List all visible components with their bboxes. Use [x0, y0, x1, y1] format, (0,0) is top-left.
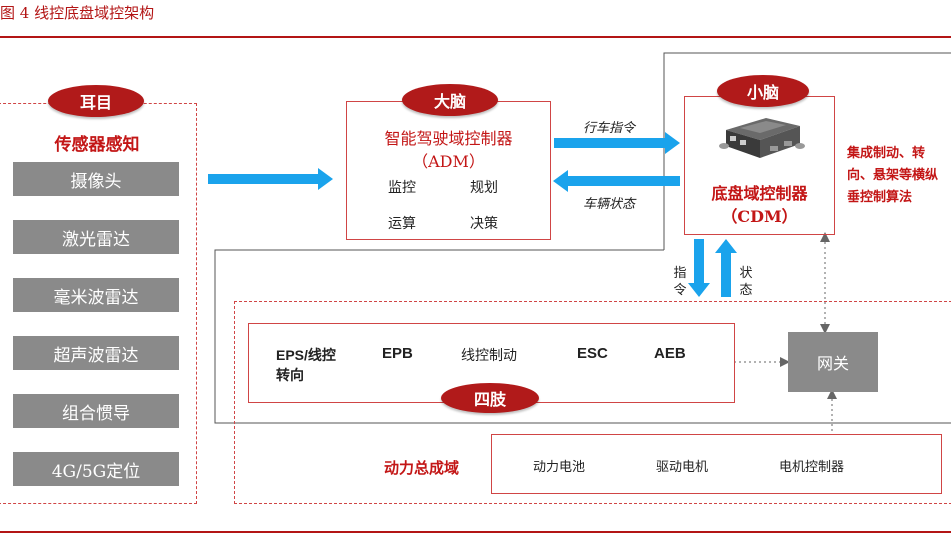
cdm-to-adm-label: 车辆状态 — [583, 197, 636, 212]
adm-subtitle: （ADM） — [412, 152, 485, 171]
cdm-to-adm-arrow — [553, 170, 680, 192]
state-up-arrow — [715, 239, 737, 297]
top-rule — [0, 36, 951, 38]
sensor-item: 摄像头 — [13, 162, 179, 196]
cdm-side-note: 集成制动、转向、悬架等横纵垂控制算法 — [847, 146, 939, 205]
chassis-badge: 四肢 — [441, 383, 539, 413]
adm-to-cdm-label: 行车指令 — [583, 121, 636, 136]
bottom-rule — [0, 531, 951, 533]
powertrain-box — [491, 434, 942, 494]
adm-function: 监控 — [388, 180, 416, 196]
adm-function: 运算 — [388, 216, 416, 232]
chassis-item: EPB — [382, 345, 413, 362]
powertrain-item: 电机控制器 — [779, 460, 845, 475]
sensor-item: 组合惯导 — [13, 394, 179, 428]
sensing-to-adm-arrow — [208, 168, 333, 190]
chassis-item: EPS/线控转向 — [276, 347, 336, 383]
sensor-item: 超声波雷达 — [13, 336, 179, 370]
gateway-box: 网关 — [788, 332, 878, 392]
chassis-item: ESC — [577, 345, 608, 362]
adm-badge: 大脑 — [402, 84, 498, 116]
control-loop-line-lower — [214, 249, 951, 424]
gateway-powertrain-arrowhead — [827, 389, 837, 399]
figure-caption: 图 4 线控底盘域控架构 — [0, 4, 155, 22]
actuator-domain-group — [234, 301, 951, 504]
adm-function: 规划 — [470, 180, 498, 196]
chassis-gateway-arrowhead — [780, 357, 790, 367]
cdm-title: 底盘域控制器 — [711, 184, 808, 203]
cdm-badge: 小脑 — [717, 75, 809, 107]
powertrain-item: 驱动电机 — [656, 460, 709, 475]
adm-title: 智能驾驶域控制器 — [384, 129, 513, 148]
powertrain-title: 动力总成域 — [384, 459, 460, 477]
gateway-cdm-arrowhead — [820, 232, 830, 242]
sensor-item: 4G/5G定位 — [13, 452, 179, 486]
gateway-cdm-arrowhead-bottom — [820, 324, 830, 334]
sensor-item: 激光雷达 — [13, 220, 179, 254]
chassis-item: 线控制动 — [461, 348, 517, 364]
adm-to-cdm-arrow — [554, 132, 680, 154]
sensor-item: 毫米波雷达 — [13, 278, 179, 312]
adm-function: 决策 — [470, 216, 498, 232]
controller-unit-icon — [719, 118, 805, 158]
state-label: 状态 — [739, 266, 753, 298]
sensing-badge: 耳目 — [48, 85, 144, 117]
sensing-title: 传感器感知 — [54, 135, 140, 155]
command-label: 指令 — [673, 266, 687, 298]
powertrain-item: 动力电池 — [533, 460, 586, 475]
cdm-subtitle: （CDM） — [721, 207, 798, 226]
command-down-arrow — [688, 239, 710, 297]
chassis-item: AEB — [654, 345, 686, 362]
